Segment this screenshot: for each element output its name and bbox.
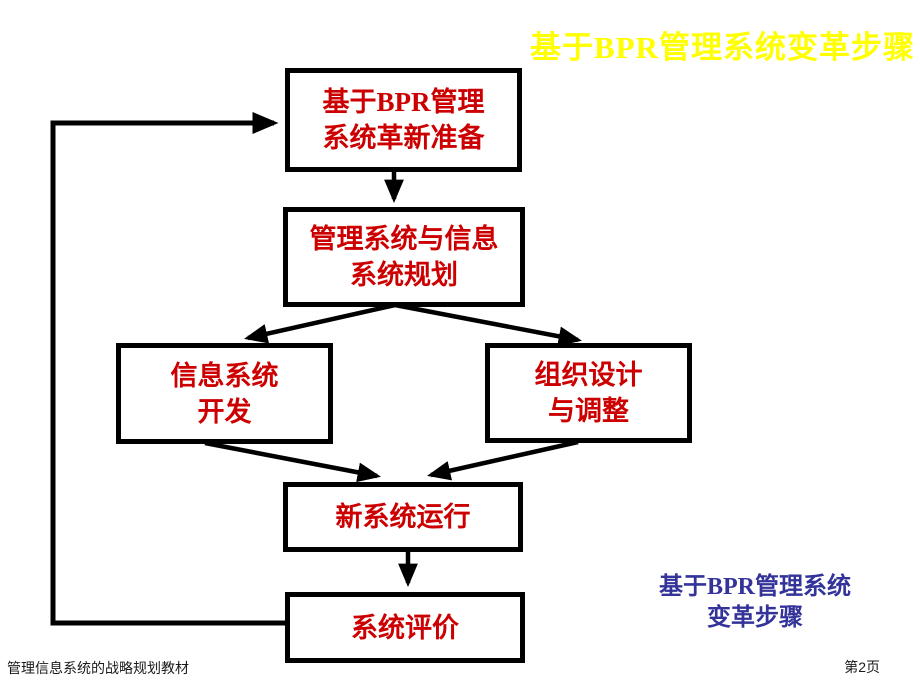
footer-course-title: 管理信息系统的战略规划教材 bbox=[7, 660, 189, 676]
node-is-development: 信息系统 开发 bbox=[116, 343, 333, 444]
node-planning: 管理系统与信息 系统规划 bbox=[283, 207, 525, 307]
node-new-system-run-label: 新系统运行 bbox=[335, 502, 471, 532]
node-org-design: 组织设计 与调整 bbox=[485, 343, 692, 443]
slide-title: 基于BPR管理系统变革步骤 bbox=[530, 30, 915, 65]
slide-caption: 基于BPR管理系统 变革步骤 bbox=[659, 574, 851, 631]
node-org-design-label: 组织设计 与调整 bbox=[534, 360, 643, 426]
node-new-system-run: 新系统运行 bbox=[283, 482, 523, 552]
node-evaluation: 系统评价 bbox=[285, 592, 525, 663]
node-planning-label: 管理系统与信息 系统规划 bbox=[309, 224, 499, 290]
footer-page-number: 第2页 bbox=[844, 659, 880, 675]
arrow-planning-to-org-design bbox=[394, 302, 582, 347]
arrow-org-design-to-new-system-run bbox=[427, 439, 579, 481]
node-prepare: 基于BPR管理 系统革新准备 bbox=[285, 68, 522, 172]
arrow-is-development-to-new-system-run bbox=[204, 440, 381, 483]
node-prepare-label: 基于BPR管理 系统革新准备 bbox=[322, 87, 485, 153]
node-evaluation-label: 系统评价 bbox=[351, 612, 459, 643]
arrow-planning-to-is-development bbox=[244, 302, 396, 344]
node-is-development-label: 信息系统 开发 bbox=[170, 360, 279, 427]
